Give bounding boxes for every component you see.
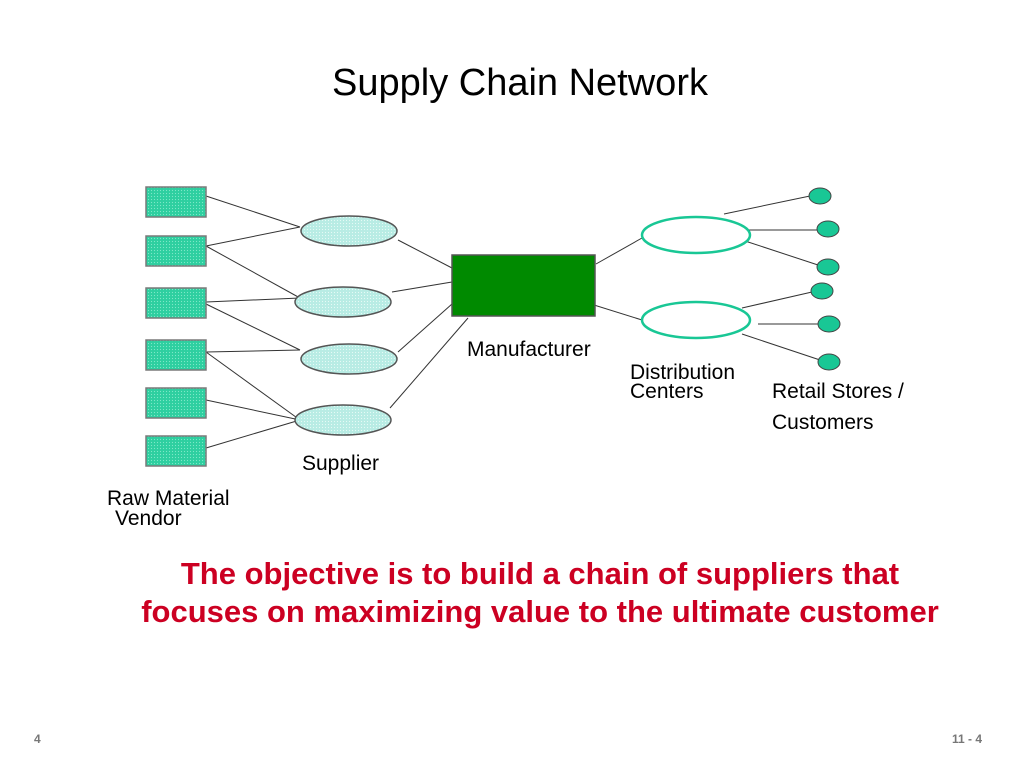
slide-title: Supply Chain Network xyxy=(332,62,708,104)
distribution-centers xyxy=(640,215,752,340)
slide-reference: 11 - 4 xyxy=(952,732,983,746)
store-node xyxy=(816,220,840,238)
connector-line xyxy=(205,419,301,449)
raw-material-label-line2: Vendor xyxy=(115,507,182,530)
distribution-label-line1: Distribution xyxy=(630,361,736,384)
supplier-node xyxy=(294,286,392,318)
supplier-node xyxy=(294,404,392,436)
supplier-manufacturer-connectors xyxy=(389,239,469,409)
raw-material-vendors xyxy=(145,186,207,467)
store-node xyxy=(816,258,840,276)
vendor-box xyxy=(145,287,207,319)
connector-line xyxy=(391,281,453,293)
connector-line xyxy=(595,237,643,265)
vendor-box xyxy=(145,435,207,467)
raw-material-label-line1: Raw Material xyxy=(107,487,230,510)
supplier-node xyxy=(300,343,398,375)
connector-line xyxy=(723,195,811,215)
store-node xyxy=(808,187,832,205)
store-node xyxy=(817,315,841,333)
retail-stores xyxy=(808,187,841,371)
page-number: 4 xyxy=(34,732,41,746)
distribution-label-line2: Centers xyxy=(630,380,704,403)
supplier-node xyxy=(300,215,398,247)
connector-line xyxy=(397,239,453,269)
distribution-node xyxy=(640,300,752,340)
connector-line xyxy=(205,226,301,247)
retail-label-line2: Customers xyxy=(772,411,874,434)
distribution-node xyxy=(640,215,752,255)
connector-line xyxy=(205,195,301,228)
objective-statement: The objective is to build a chain of sup… xyxy=(141,556,939,629)
store-node xyxy=(817,353,841,371)
vendor-box xyxy=(145,235,207,267)
store-node xyxy=(810,282,834,300)
connector-line xyxy=(205,351,301,421)
manufacturer-label: Manufacturer xyxy=(467,338,591,361)
manufacturer-box xyxy=(451,254,596,317)
connector-line xyxy=(205,245,301,299)
connector-line xyxy=(741,333,821,361)
vendor-supplier-connectors xyxy=(205,195,301,449)
retail-label-line1: Retail Stores / xyxy=(772,380,904,403)
vendor-box xyxy=(145,339,207,371)
connector-line xyxy=(205,399,301,421)
vendor-box xyxy=(145,186,207,218)
supplier-label: Supplier xyxy=(302,452,380,475)
distribution-store-connectors xyxy=(723,195,821,361)
connector-line xyxy=(205,349,301,353)
suppliers xyxy=(294,215,398,436)
connector-line xyxy=(205,297,301,303)
connector-line xyxy=(205,303,301,351)
connector-line xyxy=(741,239,819,266)
connector-line xyxy=(397,303,453,353)
connector-line xyxy=(389,317,469,409)
connector-line xyxy=(741,291,813,309)
vendor-box xyxy=(145,387,207,419)
